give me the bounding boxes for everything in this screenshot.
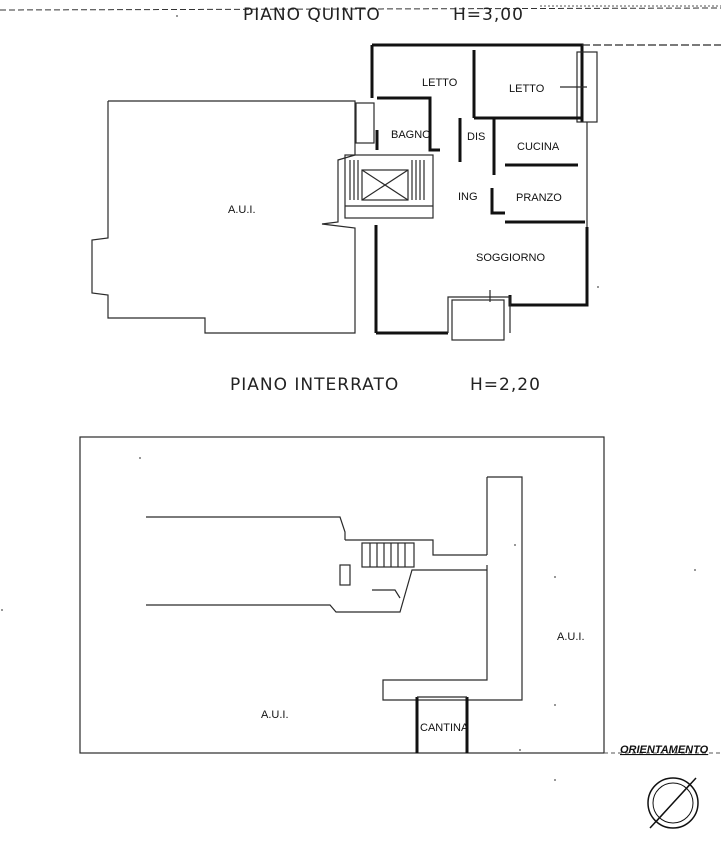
stair-block-bottom [350, 569, 487, 613]
upper-floor-plan [91, 43, 721, 341]
lift-shaft [361, 169, 409, 201]
room-label-pranzo: PRANZO [516, 192, 562, 204]
room-label-ing: ING [458, 191, 478, 203]
stair-treads-upper [349, 160, 425, 200]
basement-small-stair [372, 589, 401, 599]
basement-floor-title: PIANO INTERRATO [230, 375, 399, 395]
upper-floor-height: H=3,00 [453, 5, 524, 25]
balcony-bottom [451, 299, 505, 341]
scan-specks [1, 15, 696, 781]
wall-pranzo-left [490, 188, 505, 215]
room-label-letto-1: LETTO [422, 77, 458, 89]
balcony-bottom-frame [447, 296, 511, 333]
top-frame-line [0, 7, 721, 11]
stair-treads-basement [369, 543, 406, 567]
basement-outline [79, 436, 605, 754]
stair-treads-basement-box [361, 542, 415, 568]
orientation-label: ORIENTAMENTO [620, 744, 709, 756]
bagno-fixture [355, 102, 375, 144]
room-label-bagno: BAGNO [391, 129, 431, 141]
room-label-aui-basement-left: A.U.I. [261, 709, 289, 721]
basement-floor-height: H=2,20 [470, 375, 541, 395]
room-label-letto-2: LETTO [509, 83, 545, 95]
room-label-soggiorno: SOGGIORNO [476, 252, 546, 264]
lift-cross-2 [361, 169, 409, 201]
aui-upper-outline [91, 100, 356, 334]
apartment-top-wall [372, 43, 584, 52]
stairwell [344, 154, 434, 219]
room-label-aui-basement-right: A.U.I. [557, 631, 585, 643]
north-arrow-icon [647, 777, 699, 829]
basement-plan [79, 436, 605, 754]
room-label-cucina: CUCINA [517, 141, 560, 153]
corridor-top-line [146, 516, 346, 540]
room-label-aui-upper: A.U.I. [228, 204, 256, 216]
wall-bagno-top [377, 96, 440, 152]
upper-floor-title: PIANO QUINTO [243, 5, 381, 25]
room-label-dis: DIS [467, 131, 485, 143]
room-label-cantina: CANTINA [420, 722, 469, 734]
vertical-corridor [382, 476, 523, 701]
corridor-bottom-line [146, 604, 350, 613]
stair-block-top [345, 539, 487, 556]
basement-fixture [339, 564, 351, 586]
soggiorno-right-bottom-wall [508, 227, 589, 307]
